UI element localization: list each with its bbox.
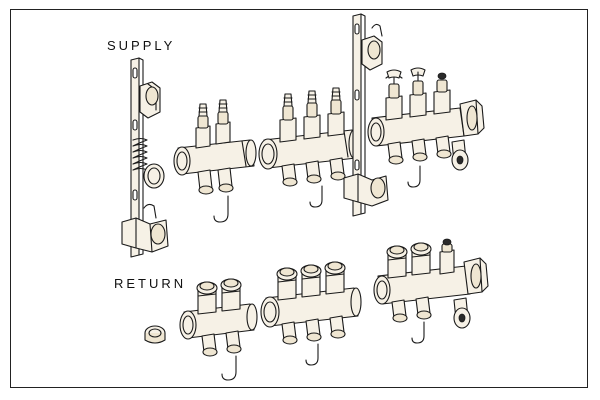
return-end-cap [144, 325, 166, 344]
supply-manifold-2-way [173, 99, 257, 223]
supply-label: SUPPLY [107, 38, 176, 53]
diagram-frame [10, 9, 588, 388]
return-label: RETURN [114, 276, 187, 291]
supply-manifold-with-vent [367, 67, 485, 188]
return-manifold-2-way [179, 278, 258, 381]
return-manifold-with-vent [373, 238, 489, 344]
return-manifold-3-way [260, 261, 362, 366]
right-mounting-bracket [343, 13, 389, 217]
left-mounting-bracket [121, 57, 169, 258]
